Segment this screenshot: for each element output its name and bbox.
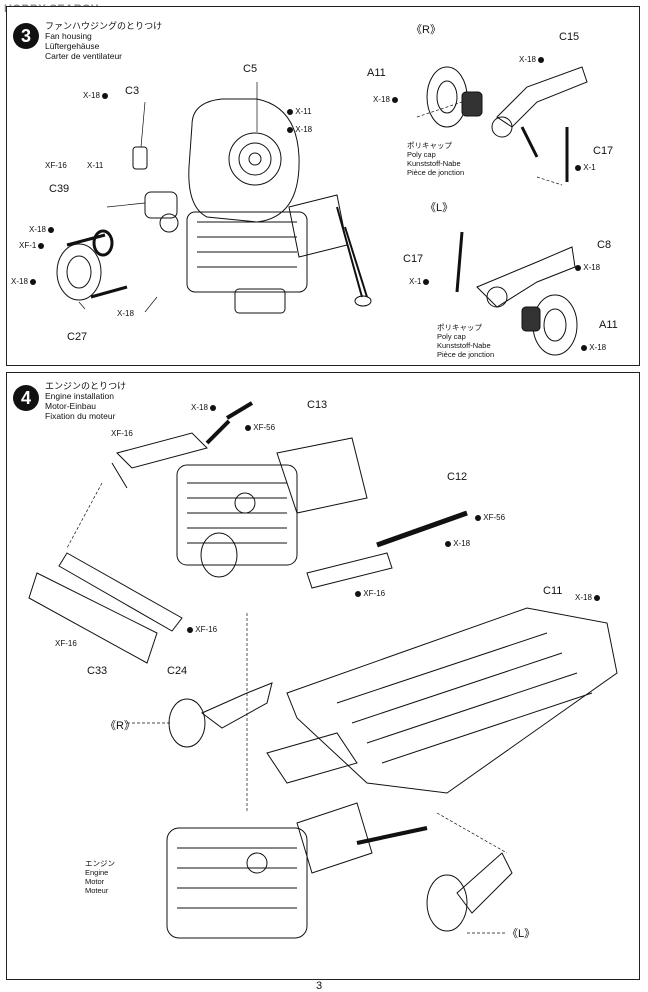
part-label-a11: A11 xyxy=(599,319,618,331)
page-number: 3 xyxy=(316,980,323,992)
part-label-x18: X-18 xyxy=(579,343,606,352)
right-side-marker: 《R》 xyxy=(411,24,441,36)
bumper-c33-drawing xyxy=(28,572,158,664)
part-label-c11: C11 xyxy=(543,585,563,597)
right-trailing-arm-drawing xyxy=(496,66,588,128)
part-label-xf56: XF-56 xyxy=(473,513,505,522)
part-label-xf1: XF-1 xyxy=(19,241,45,250)
left-side-marker: 《L》 xyxy=(425,202,454,214)
fan-housing-drawing xyxy=(188,98,300,223)
right-wheel-hub-drawing xyxy=(426,66,468,128)
driveshaft-c13-drawing xyxy=(205,401,254,445)
part-label-c24: C24 xyxy=(167,665,188,677)
title-de: Lüftergehäuse xyxy=(45,41,100,51)
part-label-xf16: XF-16 xyxy=(55,639,77,648)
part-label-x11: X-11 xyxy=(87,161,104,170)
chassis-c11-drawing xyxy=(286,607,618,794)
step-3-drawing xyxy=(56,66,588,356)
part-label-x1: X-1 xyxy=(409,277,430,286)
part-label-x18: X-18 xyxy=(573,263,600,272)
part-label-c8: C8 xyxy=(597,239,612,251)
part-label-xf16: XF-16 xyxy=(185,625,217,634)
part-label-x18: X-18 xyxy=(83,91,108,100)
right-hub-drawing xyxy=(168,698,206,748)
part-label-c15: C15 xyxy=(559,31,580,43)
step-3-panel: 3 ファンハウジングのとりつけ Fan housing Lüftergehäus… xyxy=(6,6,640,366)
part-label-xf16: XF-16 xyxy=(111,429,133,438)
part-label-x18: X-18 xyxy=(117,309,134,318)
part-label-x18: X-18 xyxy=(191,403,216,412)
engine-drawing xyxy=(176,464,298,566)
part-label-x1: X-1 xyxy=(573,163,596,172)
part-label-x18: X-18 xyxy=(29,225,54,234)
part-label-c13: C13 xyxy=(307,399,328,411)
c27-pulley-drawing xyxy=(56,243,102,301)
left-trailing-arm-drawing xyxy=(476,246,576,308)
part-label-c3: C3 xyxy=(125,85,140,97)
part-label-x18: X-18 xyxy=(519,55,544,64)
bumper-c24-drawing xyxy=(58,552,183,632)
part-label-x18: X-18 xyxy=(373,95,398,104)
step-number-badge: 4 xyxy=(13,385,39,411)
step-title: エンジンのとりつけ Engine installation Motor-Einb… xyxy=(45,381,126,421)
part-label-c12: C12 xyxy=(447,471,468,483)
part-label-c17: C17 xyxy=(593,145,614,157)
part-label-a11: A11 xyxy=(367,67,386,79)
part-label-x11: X-11 xyxy=(285,107,312,116)
part-label-xf56: XF-56 xyxy=(243,423,275,432)
step-4-panel: 4 エンジンのとりつけ Engine installation Motor-Ei… xyxy=(6,372,640,980)
part-label-x18: X-18 xyxy=(285,125,312,134)
title-fr: Carter de ventilateur xyxy=(45,51,123,61)
title-en: Fan housing xyxy=(45,31,92,41)
part-label-xf16: XF-16 xyxy=(45,161,67,170)
step-title: ファンハウジングのとりつけ Fan housing Lüftergehäuse … xyxy=(45,21,162,61)
step-4-drawing xyxy=(28,401,618,939)
left-hub-drawing xyxy=(426,874,468,932)
right-side-marker: 《R》 xyxy=(105,720,135,732)
transmission-drawing xyxy=(288,194,348,258)
left-side-marker: 《L》 xyxy=(507,928,536,940)
c3-part-drawing xyxy=(132,146,148,170)
transmission-drawing xyxy=(276,437,368,514)
part-label-c17: C17 xyxy=(403,253,424,265)
part-label-x18: X-18 xyxy=(575,593,600,602)
part-label-x18: X-18 xyxy=(11,277,36,286)
exhaust-pipe-drawing xyxy=(111,432,208,489)
title-fr: Fixation du moteur xyxy=(45,411,116,421)
title-de: Motor-Einbau xyxy=(45,401,97,411)
title-jp: エンジンのとりつけ xyxy=(45,381,127,391)
title-en: Engine installation xyxy=(45,391,114,401)
part-label-c27: C27 xyxy=(67,331,88,343)
part-label-xf16: XF-16 xyxy=(353,589,385,598)
title-jp: ファンハウジングのとりつけ xyxy=(45,21,163,31)
driveshaft-c12-drawing xyxy=(376,510,468,548)
part-label-c39: C39 xyxy=(49,183,70,195)
lower-engine-drawing xyxy=(166,827,308,939)
part-label-x18: X-18 xyxy=(443,539,470,548)
part-label-c5: C5 xyxy=(243,63,258,75)
part-label-c33: C33 xyxy=(87,665,108,677)
engine-block-drawing xyxy=(186,211,308,293)
step-number-badge: 3 xyxy=(13,23,39,49)
